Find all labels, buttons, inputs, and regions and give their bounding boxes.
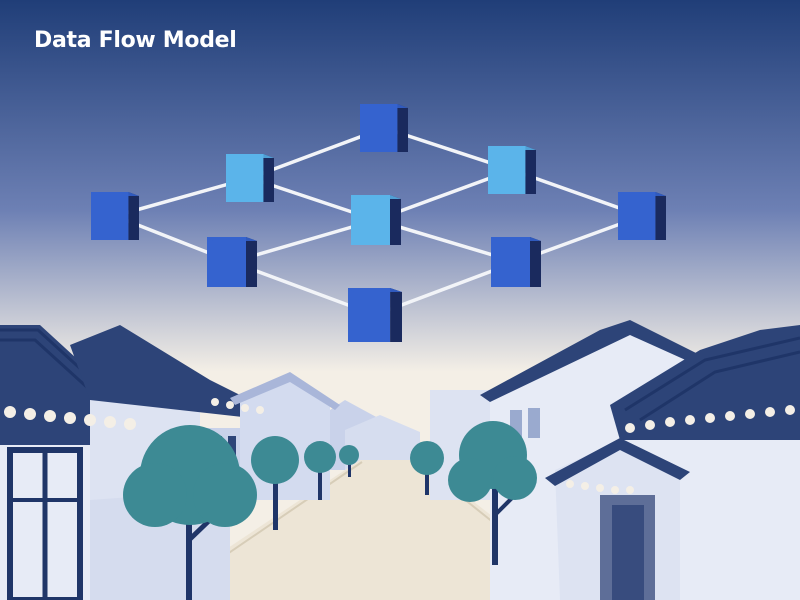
page-title: Data Flow Model <box>34 28 237 53</box>
network-cube <box>360 104 408 152</box>
network-cube <box>351 195 401 245</box>
network-cube <box>226 154 274 202</box>
network-cube <box>618 192 666 240</box>
right-houses <box>430 320 800 600</box>
tree-mid-left <box>251 436 299 530</box>
trees <box>123 421 537 600</box>
network-cubes <box>91 104 666 342</box>
tree-tiny-left <box>339 445 359 477</box>
tree-small-left <box>304 441 336 500</box>
street <box>150 460 600 600</box>
network-cube <box>91 192 139 240</box>
tree-small-right <box>410 441 444 495</box>
network-cube <box>348 288 402 342</box>
tree-large-left <box>123 425 257 600</box>
network-cube <box>488 146 536 194</box>
network-cube <box>491 237 541 287</box>
tree-large-right <box>448 421 537 565</box>
roof-tiles <box>4 398 795 494</box>
network-cube <box>207 237 257 287</box>
